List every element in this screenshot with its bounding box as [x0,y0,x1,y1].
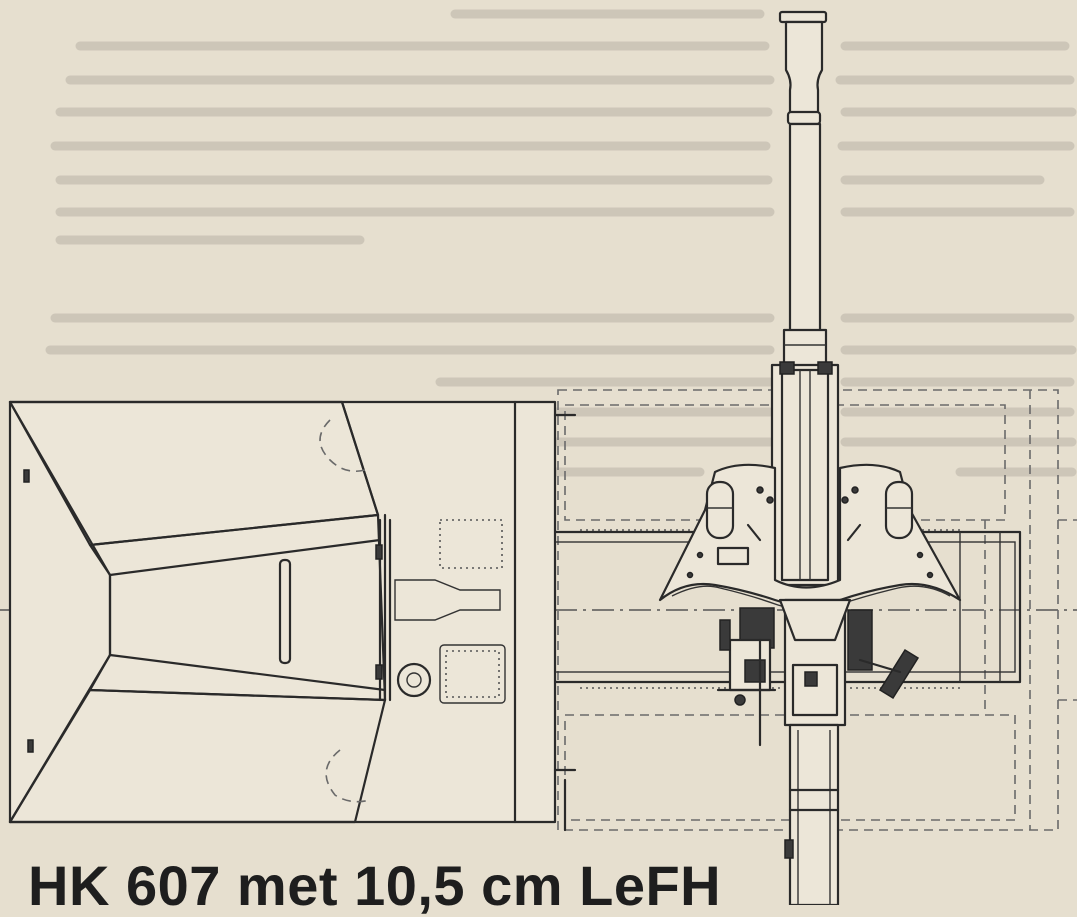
gun-barrel [770,10,840,587]
breech-mechanism [716,598,920,747]
vehicle-front-body [8,400,577,832]
faded-background-text [45,9,1077,477]
drawing-caption: HK 607 met 10,5 cm LeFH [28,854,722,917]
recoil-trail [784,723,840,905]
gun-shield [658,463,962,611]
